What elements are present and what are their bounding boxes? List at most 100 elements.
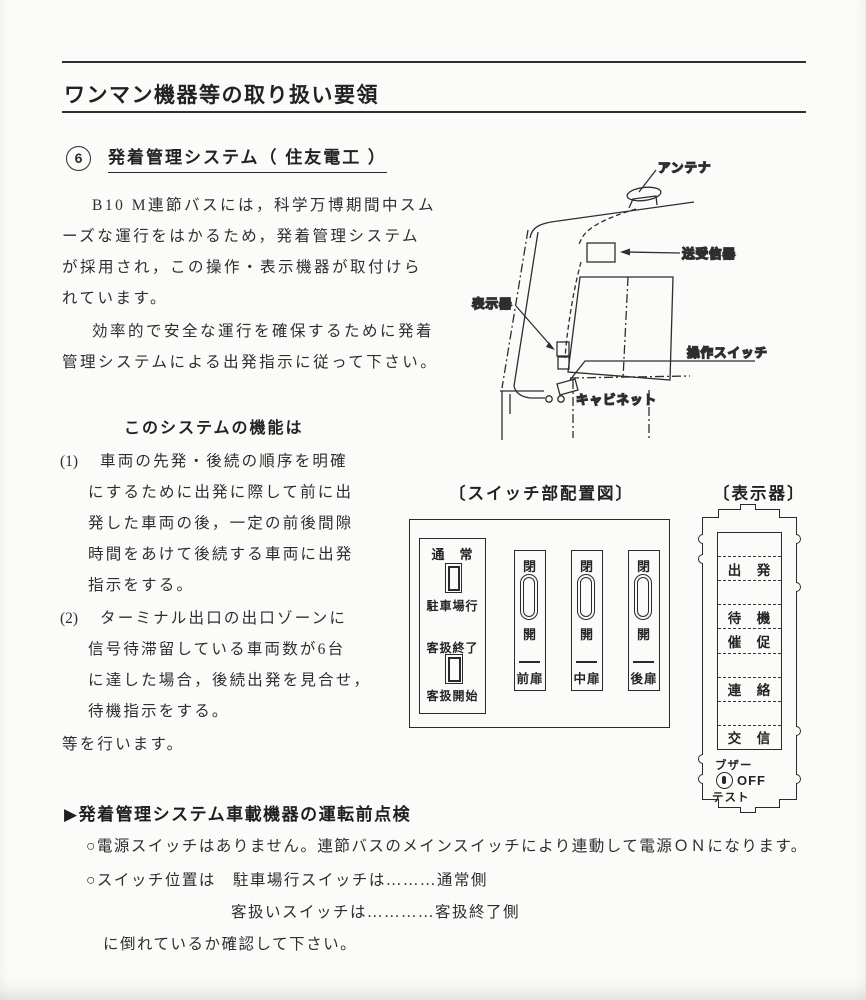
pillar-line: [513, 231, 539, 387]
antenna-leader-line: [638, 169, 657, 193]
side-screw-bump: [796, 582, 801, 592]
indicator-row: [718, 533, 781, 558]
service-rocker-switch: [445, 654, 463, 684]
item-text: に達した場合，後続出発を見合せ，: [88, 672, 372, 689]
intro-line: が採用され，この操作・表示機器が取付けら: [62, 259, 423, 276]
indicator-row-prompt: 催 促: [718, 629, 781, 654]
intro-line: B10 M連節バスには，科学万博期間中スム: [92, 197, 436, 214]
side-screw-bump: [796, 726, 801, 736]
item-text: にするために出発に際して前に出: [88, 484, 354, 501]
antenna-base: [628, 195, 658, 209]
open-label: 開: [522, 627, 537, 642]
item-text: ターミナル出口の出口ゾーンに: [100, 610, 348, 627]
display-leader-line: [515, 305, 552, 347]
section-number-badge: 6: [66, 145, 91, 171]
display-unit-box: [557, 356, 570, 370]
display-unit-box: 出 発 待 機 催 促 連 絡 交 信 ブザー OFF テスト: [698, 504, 801, 813]
buzzer-test-toggle-icon: [716, 772, 733, 789]
item-text: 時間をあけて後続する車両に出発: [88, 546, 354, 563]
middle-door-label: 中扉: [573, 672, 601, 686]
operation-switch-shape: [556, 378, 579, 396]
cable-dashed-line: [564, 261, 582, 359]
service-end-label: 客扱終了: [426, 641, 479, 655]
buzzer-off-label: OFF: [737, 773, 766, 788]
top-mount-tab: [718, 509, 780, 518]
intro-line: れています。: [62, 290, 168, 307]
intro-paragraph-2: 効率的で安全な運行を確保するために発着 管理システムによる出発指示に従って下さい…: [62, 316, 438, 378]
side-screw-bump: [698, 754, 703, 764]
indicator-rows: 出 発 待 機 催 促 連 絡 交 信: [717, 532, 782, 750]
display-unit-box: [556, 341, 570, 357]
item-text: 待機指示をする。: [88, 703, 230, 720]
operation-switch-label: 操作スイッチ: [687, 345, 768, 360]
indicator-row-standby: 待 機: [718, 605, 781, 630]
section-heading: 6 発着管理システム（ 住友電工 ）: [66, 143, 387, 173]
rear-door-toggle: [634, 574, 652, 620]
bus-roof-line: [529, 201, 695, 239]
rocker-group-box: 通 常 駐車場行 客扱終了 客扱開始: [419, 538, 486, 714]
mount-circle: [557, 395, 565, 403]
strip-divider: [576, 661, 597, 663]
item-text: 指示をする。: [88, 577, 195, 594]
mount-circle: [545, 395, 553, 403]
circle-bullet-icon: ○: [86, 872, 97, 889]
cable-dashed-line: [578, 208, 637, 245]
page-title: ワンマン機器等の取り扱い要領: [64, 84, 379, 107]
cabinet-chain-line: [569, 375, 691, 379]
intro-paragraph-1: B10 M連節バスには，科学万博期間中スム ーズな運行をはかるため，発着管理シス…: [62, 190, 436, 314]
side-screw-bump: [698, 534, 703, 544]
header-bottom-rule: [62, 111, 806, 113]
side-screw-bump: [698, 554, 703, 564]
intro-line: 効率的で安全な運行を確保するために発着: [92, 323, 435, 340]
open-label: 開: [636, 627, 651, 642]
parking-label: 駐車場行: [426, 599, 479, 613]
cabinet-label: キャビネット: [576, 392, 657, 407]
service-start-label: 客扱開始: [426, 689, 479, 703]
checklist-heading-text: 発着管理システム車載機器の運転前点検: [78, 805, 412, 824]
checklist-line-1: ○電源スイッチはありません。連節バスのメインスイッチにより連動して電源ＯＮになり…: [86, 834, 808, 856]
transceiver-arrowhead: [620, 248, 630, 256]
checklist-heading: ▶発着管理システム車載機器の運転前点検: [64, 800, 411, 825]
rear-door-switch-strip: 閉 開 後扉: [628, 550, 660, 691]
front-door-toggle: [520, 574, 538, 620]
buzzer-label: ブザー: [715, 760, 753, 772]
side-screw-bump: [796, 534, 801, 544]
item-text: 発した車両の後，一定の前後間隙: [88, 515, 354, 532]
bus-front-diagram: アンテナ 送受信器 表示器 操作スイッチ キャビネット: [470, 160, 768, 440]
header-top-rule: [62, 61, 806, 63]
indicator-row-contact: 連 絡: [718, 678, 781, 702]
item-text: 車両の先発・後続の順序を明確: [100, 453, 348, 470]
closed-label: 閉: [522, 559, 537, 574]
closed-label: 閉: [579, 559, 594, 574]
circle-bullet-icon: ○: [86, 838, 97, 855]
normal-label: 通 常: [431, 547, 474, 562]
side-screw-bump: [698, 774, 703, 784]
item-number: (1): [60, 453, 79, 470]
indicator-row-departure: 出 発: [718, 557, 781, 582]
open-label: 開: [579, 627, 594, 642]
checklist-line-4: に倒れているか確認して下さい。: [103, 936, 358, 953]
parking-rocker-switch: [445, 563, 462, 593]
switch-panel-caption: 〔スイッチ部配置図〕: [449, 485, 634, 503]
front-door-switch-strip: 閉 開 前扉: [514, 550, 546, 691]
indicator-row: [718, 581, 781, 606]
closed-label: 閉: [636, 559, 651, 574]
functions-closing: 等を行います。: [62, 736, 185, 753]
checklist-line-3: 客扱いスイッチは…………客扱終了側: [231, 904, 521, 921]
functions-heading: このシステムの機能は: [124, 420, 304, 437]
pillar-chain-line: [501, 229, 529, 389]
intro-line: ーズな運行をはかるため，発着管理システム: [62, 228, 420, 245]
bottom-mount-tab-small: [740, 807, 756, 813]
front-door-label: 前扉: [516, 672, 544, 686]
item-number: (2): [60, 610, 79, 627]
display-unit-caption: 〔表示器〕: [713, 485, 806, 503]
switch-panel-box: 通 常 駐車場行 客扱終了 客扱開始 閉 開 前扉 閉 開 中扉 閉 開: [409, 519, 670, 728]
pillar-foot-line: [513, 385, 545, 399]
transceiver-leader-line: [624, 251, 681, 254]
windshield-center-chain-line: [622, 276, 629, 380]
strip-divider: [633, 661, 654, 663]
top-mount-tab-small: [740, 504, 756, 510]
triangle-marker-icon: ▶: [64, 805, 79, 824]
middle-door-switch-strip: 閉 開 中扉: [571, 550, 603, 691]
